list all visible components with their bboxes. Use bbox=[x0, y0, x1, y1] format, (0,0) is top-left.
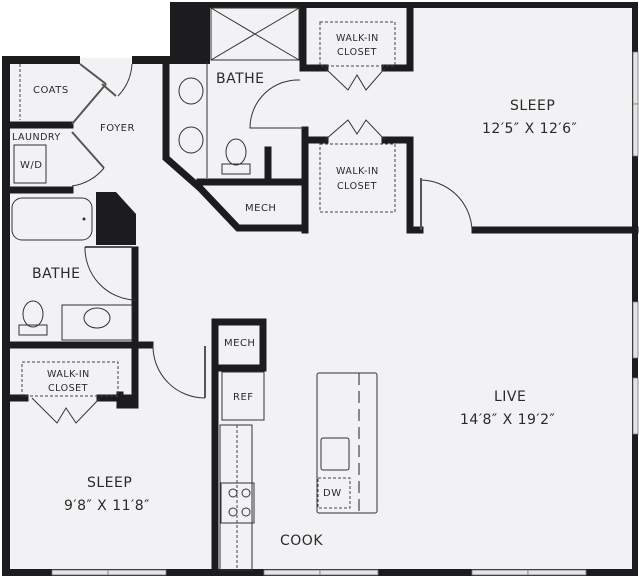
fridge bbox=[221, 371, 265, 421]
label-laundry: LAUNDRY bbox=[12, 132, 61, 143]
label-foyer: FOYER bbox=[100, 123, 135, 134]
bathtub bbox=[11, 197, 93, 241]
label-live: LIVE bbox=[494, 389, 526, 405]
label-wd: W/D bbox=[20, 160, 42, 171]
windows bbox=[51, 51, 639, 576]
kitchen-fixtures bbox=[219, 371, 378, 571]
tub-wall-block bbox=[96, 192, 136, 245]
label-sleep-second: SLEEP bbox=[87, 475, 132, 491]
island bbox=[316, 372, 378, 514]
label-bathe-main: BATHE bbox=[216, 71, 265, 87]
label-sleep-primary: SLEEP bbox=[510, 98, 555, 114]
sink bbox=[320, 437, 350, 471]
label-mech-kitchen: MECH bbox=[224, 338, 255, 349]
label-live-dims: 14′8″ X 19′2″ bbox=[460, 412, 555, 428]
closet-shelves bbox=[19, 21, 396, 397]
label-walkin-second-1: WALK-IN bbox=[47, 369, 90, 380]
toilet-icon bbox=[225, 138, 247, 166]
label-ref: REF bbox=[233, 392, 254, 403]
label-sleep-second-dims: 9′8″ X 11′8″ bbox=[64, 498, 150, 514]
label-bathe-second: BATHE bbox=[32, 266, 81, 282]
interior-walls bbox=[6, 4, 639, 576]
room-labels: COATS FOYER LAUNDRY W/D BATHE MECH WALK-… bbox=[12, 33, 577, 549]
label-cook: COOK bbox=[280, 533, 323, 549]
label-sleep-primary-dims: 12′5″ X 12′6″ bbox=[482, 121, 577, 137]
label-walkin-upper-2: CLOSET bbox=[337, 47, 377, 58]
label-walkin-upper-1: WALK-IN bbox=[336, 33, 379, 44]
label-walkin-second-2: CLOSET bbox=[48, 383, 88, 394]
shower bbox=[210, 7, 300, 61]
label-walkin-lower-1: WALK-IN bbox=[336, 166, 379, 177]
label-walkin-lower-2: CLOSET bbox=[337, 181, 377, 192]
label-mech-upper: MECH bbox=[245, 203, 276, 214]
doors bbox=[31, 63, 473, 424]
stove bbox=[220, 482, 255, 524]
label-dw: DW bbox=[323, 488, 342, 499]
bath-fixtures bbox=[13, 62, 251, 341]
label-coats: COATS bbox=[33, 85, 69, 96]
